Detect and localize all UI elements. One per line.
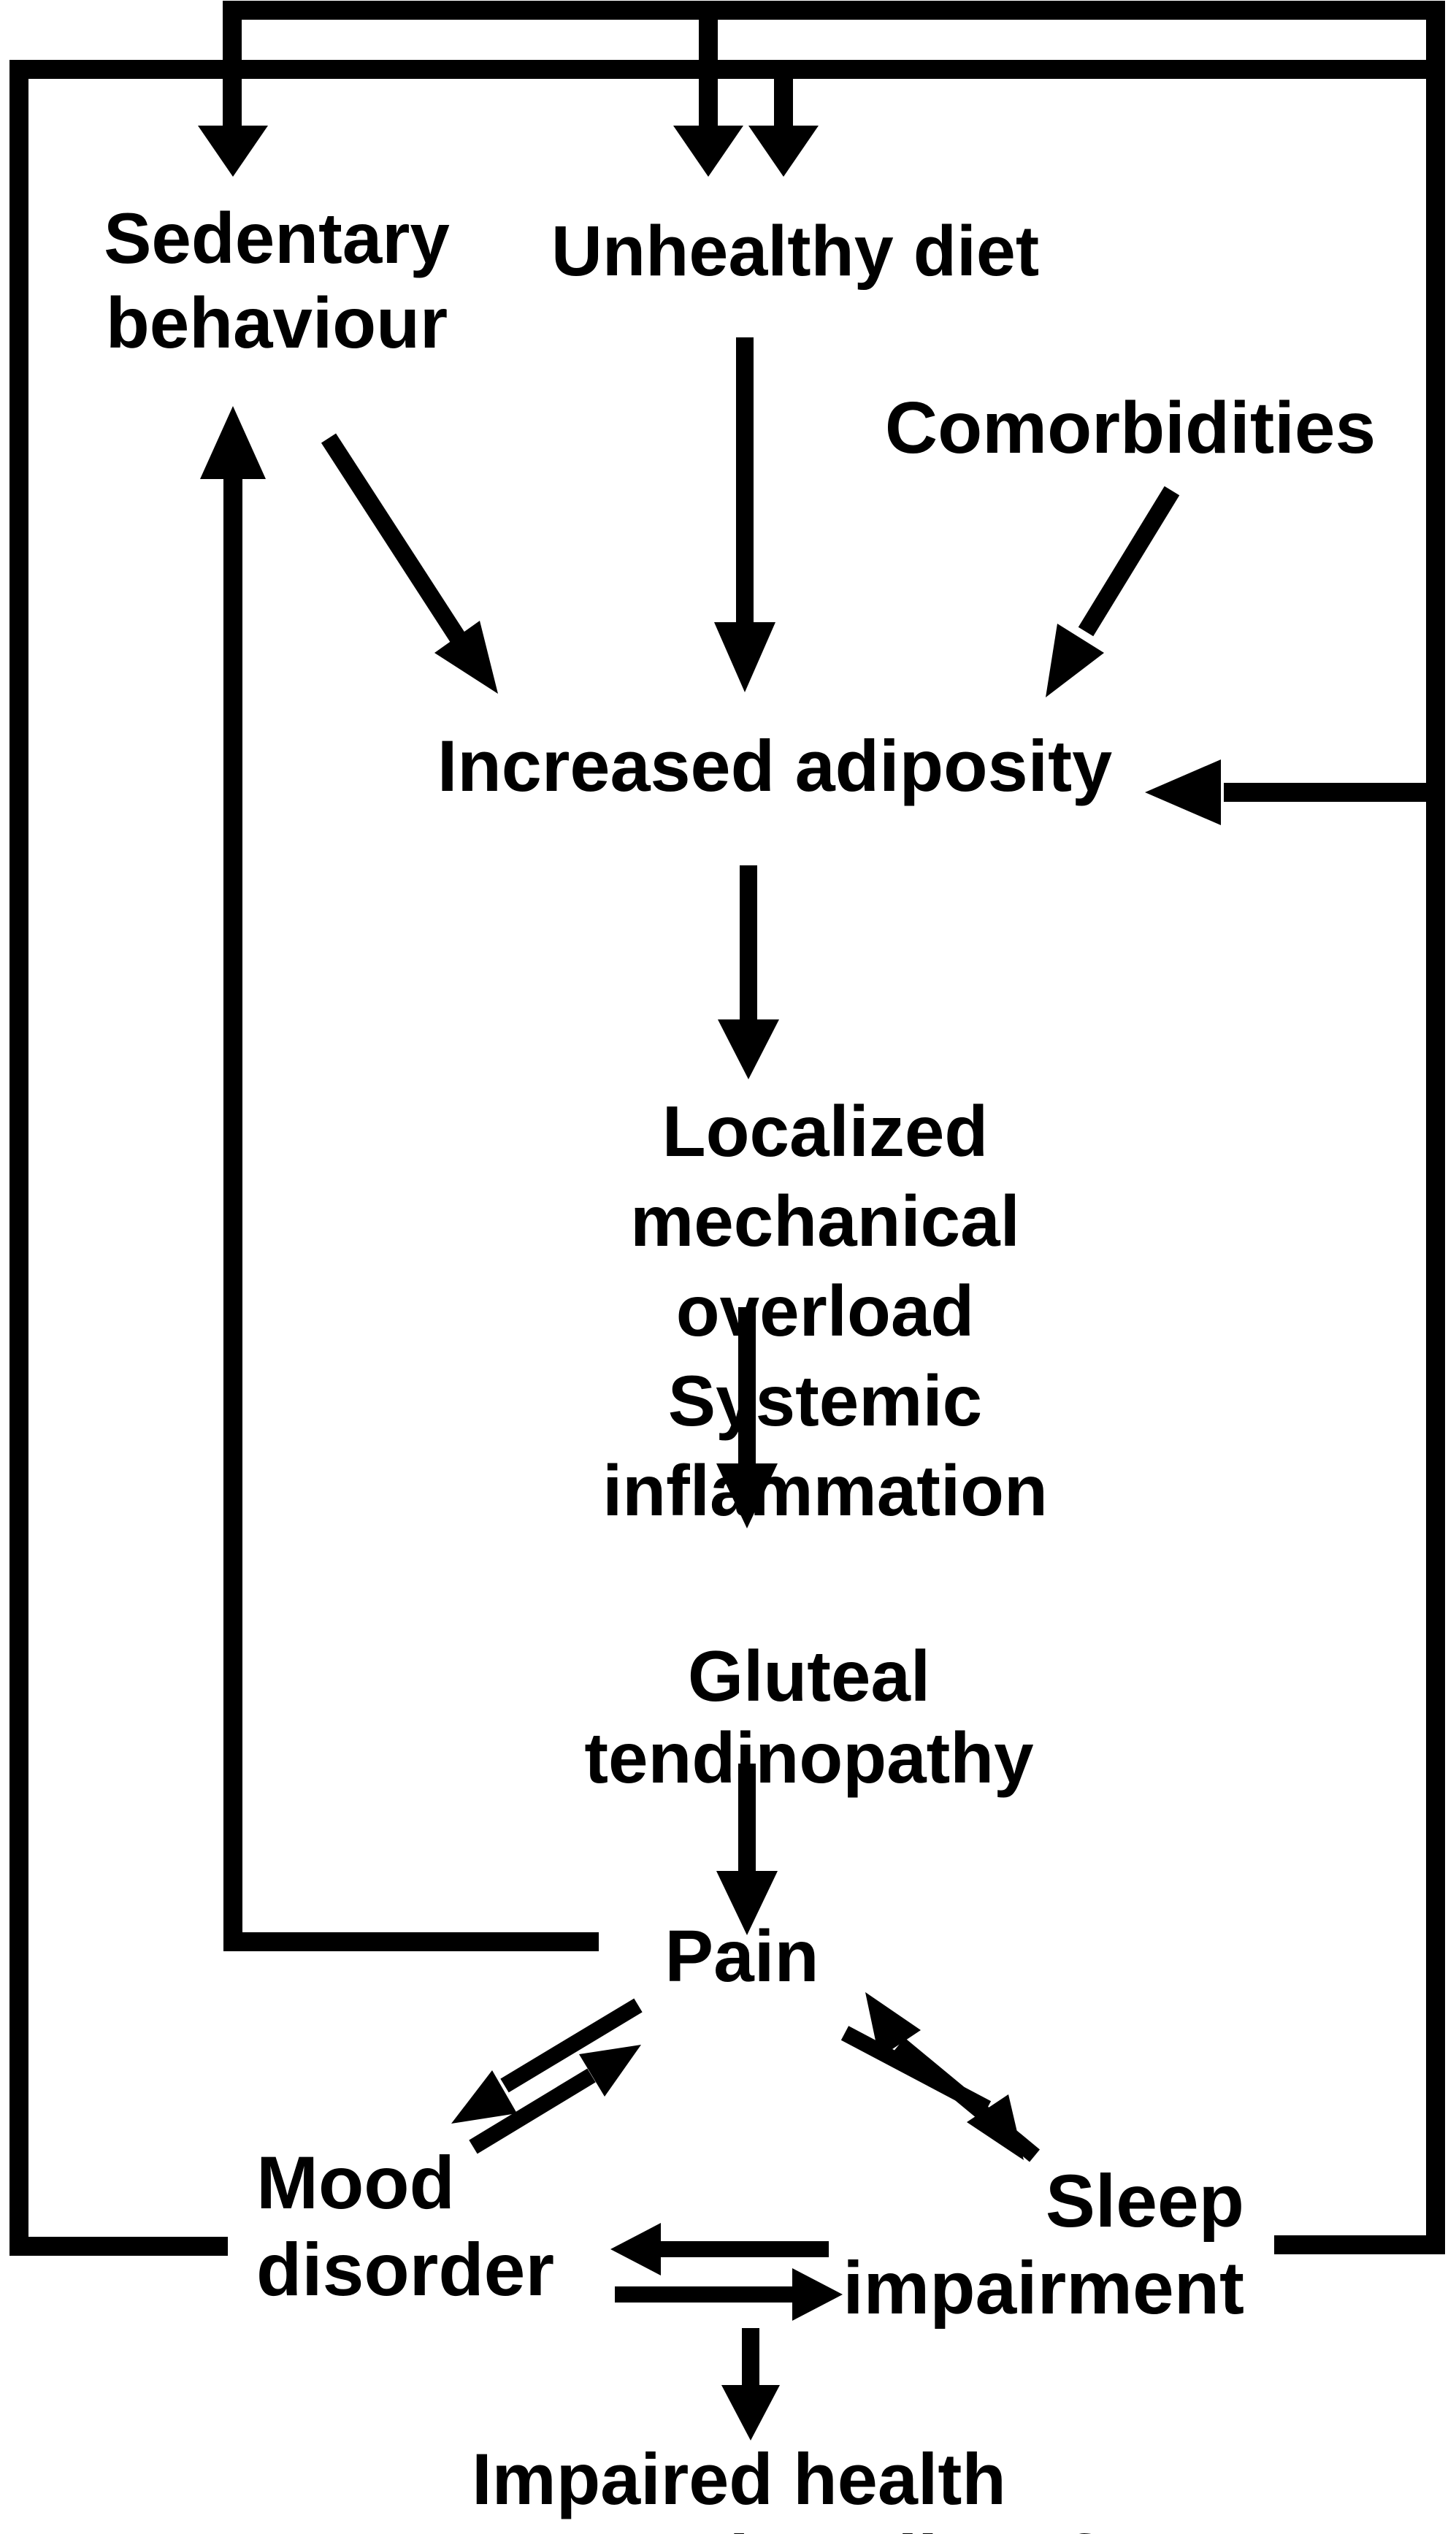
node-sedentary-behaviour: Sedentary behaviour bbox=[104, 198, 450, 363]
arrow-overload-to-gluteal bbox=[716, 1307, 778, 1528]
node-impaired-health-status: Impaired health status and quality of li… bbox=[388, 2438, 1091, 2534]
node-sleep-impairment: Sleep impairment bbox=[843, 2159, 1244, 2330]
node-unhealthy-diet: Unhealthy diet bbox=[551, 211, 1040, 291]
arrow-adiposity-to-overload bbox=[718, 865, 779, 1079]
arrow-unhealthy-to-adiposity bbox=[714, 337, 775, 692]
arrow-gluteal-to-pain bbox=[716, 1764, 778, 1935]
node-comorbidities: Comorbidities bbox=[884, 387, 1376, 469]
node-increased-adiposity: Increased adiposity bbox=[437, 725, 1113, 806]
arrow-to-impaired-health bbox=[721, 2328, 780, 2441]
arrow-comorbidities-to-adiposity bbox=[1046, 486, 1180, 697]
arrow-sedentary-to-adiposity bbox=[321, 433, 498, 694]
node-gluteal-tendinopathy: Gluteal tendinopathy bbox=[584, 1636, 1034, 1798]
node-overload-inflammation: Localized mechanical overload Systemic i… bbox=[602, 1091, 1048, 1531]
sleep-feedback-loop bbox=[198, 1, 1445, 2254]
node-mood-disorder: Mood disorder bbox=[256, 2141, 555, 2311]
arrow-pain-to-sedentary bbox=[200, 406, 599, 1951]
node-pain: Pain bbox=[664, 1915, 819, 1997]
arrow-pain-sleep-bidirectional bbox=[840, 1992, 1041, 2162]
arrow-pain-mood-bidirectional bbox=[451, 1998, 643, 2154]
mood-feedback-loop bbox=[9, 60, 1436, 2256]
arrow-mood-sleep-bidirectional bbox=[610, 2223, 843, 2321]
